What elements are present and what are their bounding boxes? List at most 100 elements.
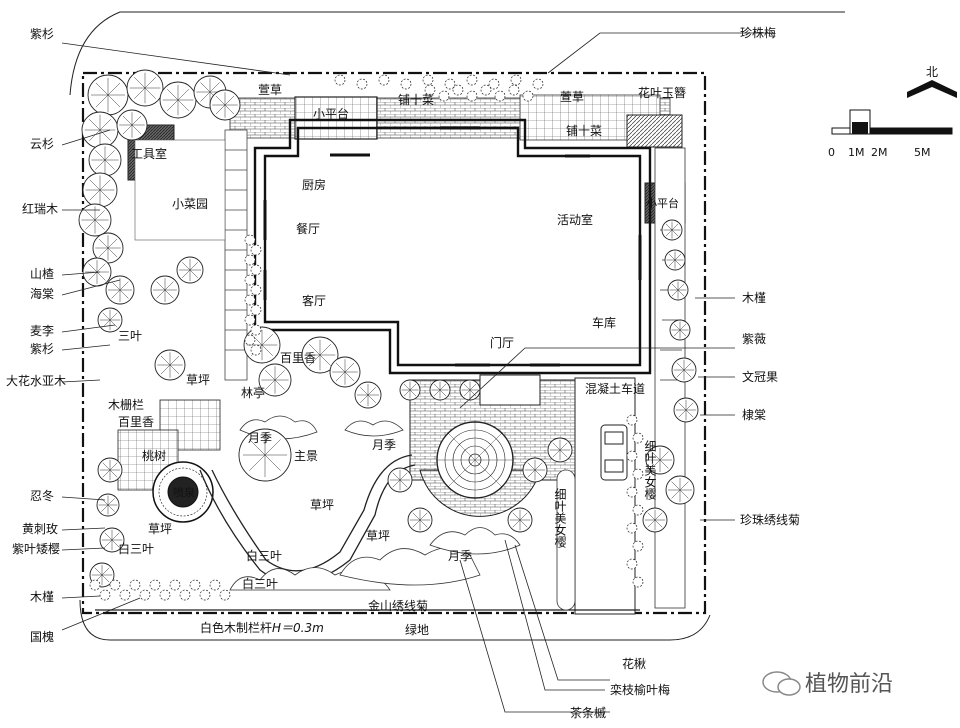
hatched-terrace	[626, 114, 683, 148]
label-rendong: 忍冬	[30, 488, 54, 503]
plan-interior-labels: 萱草 小平台 铺十菜 萱草 花叶玉簪 铺十菜 工具室 厨房 活动室 小平台 小菜…	[108, 83, 686, 613]
label-dining: 餐厅	[296, 221, 320, 236]
tree-canopy-branch	[265, 370, 276, 381]
shrub-symbol	[334, 74, 346, 86]
tree-canopy-branch	[659, 459, 669, 469]
tree-canopy-branch	[360, 387, 369, 396]
label-concrete-road: 混凝土车道	[585, 381, 645, 396]
tree-canopy-branch	[512, 512, 521, 521]
tree-canopy-branch	[224, 104, 235, 115]
tree-canopy-branch	[439, 389, 447, 397]
tree-canopy-branch	[265, 379, 276, 390]
label-haitang: 海棠	[30, 286, 54, 301]
tree-canopy-branch	[107, 94, 121, 108]
tree-canopy-branch	[144, 77, 156, 89]
shrub-symbol	[199, 589, 211, 601]
shrub-symbol	[532, 78, 544, 90]
shrub-symbol	[452, 84, 464, 96]
tree-canopy-branch	[156, 289, 166, 299]
tree-canopy-branch	[264, 439, 281, 456]
label-luoshi-2: 铺十菜	[566, 124, 602, 138]
tree-canopy-branch	[668, 259, 676, 267]
tree-canopy-branch	[102, 312, 111, 321]
tree-canopy-branch	[261, 344, 273, 356]
tree-canopy-branch	[122, 124, 133, 135]
shrub-symbol	[438, 90, 450, 102]
tree-canopy-branch	[111, 281, 121, 291]
tree-canopy-branch	[261, 334, 273, 346]
tree-canopy-branch	[160, 355, 171, 366]
shrub-symbol	[488, 78, 500, 90]
tree-canopy-branch	[679, 481, 689, 491]
tree-canopy-branch	[309, 344, 321, 356]
shrub-symbol	[244, 314, 256, 326]
tree-canopy-branch	[119, 289, 129, 299]
tree-canopy-branch	[654, 512, 663, 521]
tree-canopy-branch	[131, 115, 142, 126]
shrub-symbol	[209, 579, 221, 591]
tree-canopy-branch	[169, 364, 180, 375]
circular-plaza	[419, 421, 541, 517]
shrub-symbol	[219, 589, 231, 601]
tree-canopy-branch	[678, 409, 687, 418]
label-rose-2: 月季	[372, 438, 396, 452]
label-greenbelt: 绿地	[405, 622, 429, 637]
tree-canopy-branch	[512, 519, 521, 528]
tree-canopy-branch	[679, 323, 687, 331]
tree-canopy-branch	[665, 223, 673, 231]
tree-canopy-branch	[685, 402, 694, 411]
right-plant-labels: 珍株梅 木槿 紫薇 文冠果 棣棠 珍珠绣线菊	[740, 25, 800, 527]
tree-canopy-branch	[209, 82, 220, 93]
tree-canopy-branch	[392, 479, 401, 488]
tree-canopy-branch	[552, 442, 561, 451]
tree-canopy-branch	[647, 519, 656, 528]
label-chatiaoqi: 茶条槭	[570, 705, 606, 720]
label-fountain: 喷泉	[173, 485, 195, 499]
shrub-symbol	[244, 274, 256, 286]
tree-canopy-branch	[367, 387, 376, 396]
tree-canopy-branch	[392, 472, 401, 481]
tree-canopy-branch	[679, 489, 689, 499]
tree-canopy-branch	[156, 281, 166, 291]
tree-canopy-branch	[101, 504, 109, 512]
tree-canopy-branch	[659, 451, 669, 461]
tree-canopy-branch	[344, 362, 355, 373]
label-ditang: 棣棠	[742, 407, 766, 422]
tree-canopy-branch	[335, 371, 346, 382]
tree-canopy-branch	[344, 371, 355, 382]
tree-canopies	[78, 69, 699, 588]
concrete-driveway	[574, 377, 636, 615]
shrub-symbol	[250, 284, 262, 296]
tree-canopy-branch	[107, 82, 121, 96]
shrub-symbol	[632, 540, 644, 552]
tree-canopy-branch	[559, 449, 568, 458]
tree-canopy-branch	[95, 82, 109, 96]
tree-canopy-branch	[534, 462, 543, 471]
tree-canopy-branch	[309, 354, 321, 366]
label-small-terrace-1: 小平台	[313, 106, 349, 121]
tree-canopy-branch	[534, 469, 543, 478]
label-xuancao-1: 萱草	[258, 83, 282, 97]
label-sanyecao: 三叶	[118, 329, 142, 343]
tree-canopy-branch	[527, 469, 536, 478]
tree-canopy-branch	[674, 253, 682, 261]
tree-canopy-branch	[104, 159, 115, 170]
vertical-label-meinvying: 细叶美女樱	[553, 469, 576, 611]
shrub-symbol	[422, 74, 434, 86]
tree-canopy-branch	[107, 247, 118, 258]
shrub-symbol	[99, 589, 111, 601]
tree-canopy-branch	[683, 369, 692, 378]
tree-canopy-branch	[94, 210, 105, 221]
tree-canopy-branch	[463, 383, 471, 391]
tree-canopy-branch	[109, 469, 118, 478]
scale-label-1m: 1M	[848, 146, 865, 159]
label-guohuai: 国槐	[30, 629, 54, 644]
tree-canopy-branch	[676, 362, 685, 371]
label-huaye: 花叶玉簪	[638, 85, 686, 100]
tree-canopy-branch	[335, 362, 346, 373]
tree-canopy-branch	[527, 462, 536, 471]
tree-canopy-branch	[88, 271, 98, 281]
tree-canopy-branch	[200, 91, 211, 102]
tree-canopy-branch	[678, 402, 687, 411]
shrub-symbol	[510, 74, 522, 86]
